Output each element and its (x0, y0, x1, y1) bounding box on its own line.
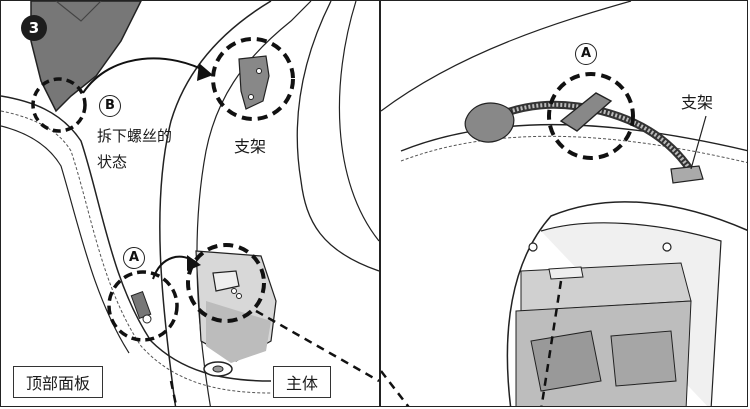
panel-divider (379, 1, 381, 406)
bracket-shape-right (670, 165, 704, 184)
top-panel-label: 顶部面板 (13, 366, 104, 398)
removed-screw-state-label-line1: 拆下螺丝的 (97, 127, 173, 145)
callout-a-marker-left: A (123, 247, 145, 269)
callout-b-dashed-circle (31, 77, 87, 133)
bracket-dashed-circle (211, 37, 295, 121)
connector-a-shape (559, 92, 613, 132)
main-body-label: 主体 (273, 366, 332, 398)
removed-part-shape (30, 1, 142, 113)
callout-a-dashed-circle (107, 270, 179, 342)
bracket-label-right: 支架 (681, 93, 714, 112)
arrow-b-to-bracket (82, 57, 210, 94)
right-panel: A 支架 (381, 1, 747, 406)
callout-b-marker: B (99, 95, 121, 117)
lower-bracket-dashed-circle (186, 243, 266, 323)
removed-screw-state-label-line2: 状态 (97, 153, 128, 171)
bracket-shape (238, 55, 270, 110)
step-number-badge: 3 (21, 15, 47, 41)
right-panel-drawing (381, 1, 747, 406)
callout-a-marker-right: A (575, 43, 597, 65)
left-panel-drawing (1, 1, 379, 406)
bracket-label-left: 支架 (234, 137, 267, 156)
callout-a-dashed-circle-right (547, 72, 635, 160)
left-panel: 3 B 拆下螺丝的 状态 支架 A 顶部面板 主体 (1, 1, 379, 406)
